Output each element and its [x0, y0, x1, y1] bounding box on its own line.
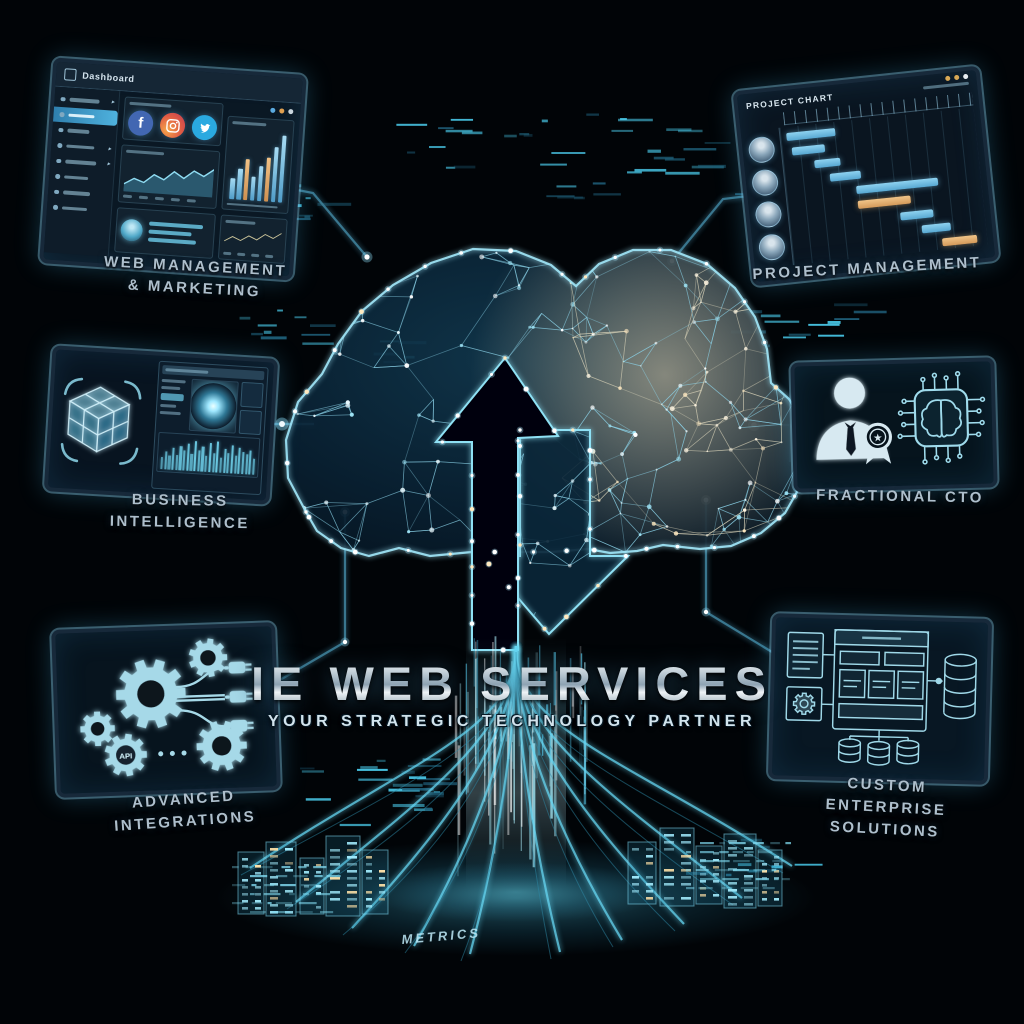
mini-panel [238, 409, 263, 436]
svg-text:★: ★ [873, 432, 883, 444]
dashboard-sidebar: ▸ ▸ ▸ [43, 86, 121, 257]
traffic-area-chart [117, 144, 221, 209]
facebook-icon: f [127, 109, 154, 137]
advanced-integrations-screen: API [51, 622, 281, 798]
gear-icon [80, 638, 247, 771]
data-cube-icon [60, 377, 142, 465]
social-channels-card: f [121, 96, 224, 147]
team-avatar [747, 135, 776, 165]
team-avatar [757, 232, 787, 262]
custom-enterprise-screen [767, 613, 993, 785]
database-cluster-icons [837, 729, 920, 766]
connector-dots [158, 750, 187, 757]
status-dots [228, 104, 295, 116]
profile-avatar [119, 218, 144, 243]
business-intelligence-screen [43, 345, 279, 505]
team-avatar [754, 200, 783, 229]
business-intelligence-label: BUSINESS INTELLIGENCE [109, 491, 250, 532]
svg-text:API: API [119, 751, 132, 760]
gantt-chart [778, 107, 988, 266]
fractional-cto-label: FRACTIONAL CTO [815, 486, 985, 507]
app-logo-icon [63, 68, 77, 82]
digital-cityscape [232, 827, 792, 917]
trend-line-chart [217, 214, 288, 265]
twitter-icon [191, 114, 218, 141]
award-ribbon-icon: ★ [863, 422, 892, 465]
data-streams [240, 645, 793, 962]
dashboard-app-title: Dashboard [81, 70, 135, 85]
document-icon [786, 631, 825, 679]
brand-block: IE WEB SERVICES YOUR STRATEGIC TECHNOLOG… [0, 656, 1024, 731]
mini-panel [239, 381, 264, 408]
sidebar-item[interactable] [47, 199, 112, 219]
ai-brain-chip-icon [897, 371, 986, 465]
metrics-label: METRICS [401, 925, 482, 947]
bi-dashboard [151, 360, 269, 496]
engagement-bar-chart [221, 115, 295, 215]
api-gear-icon: API [104, 733, 147, 777]
bi-histogram [156, 431, 261, 479]
fractional-cto-screen: ★ [790, 357, 998, 493]
particle-burst-visualization [188, 378, 239, 434]
brand-tagline: YOUR STRATEGIC TECHNOLOGY PARTNER [267, 713, 757, 730]
glow-nodes [283, 246, 809, 654]
custom-enterprise-label: CUSTOM ENTERPRISE SOLUTIONS [825, 774, 947, 841]
integration-cables [172, 666, 226, 728]
gear-module-icon [785, 686, 823, 722]
brand-title: IE WEB SERVICES [0, 656, 1024, 711]
web-management-screen: Dashboard ▸ ▸ ▸ f [39, 57, 307, 281]
instagram-icon [159, 112, 186, 139]
profile-summary-card [114, 206, 217, 260]
team-avatar [750, 168, 780, 197]
architecture-diagram [821, 628, 943, 732]
database-stack-icon [943, 653, 977, 720]
